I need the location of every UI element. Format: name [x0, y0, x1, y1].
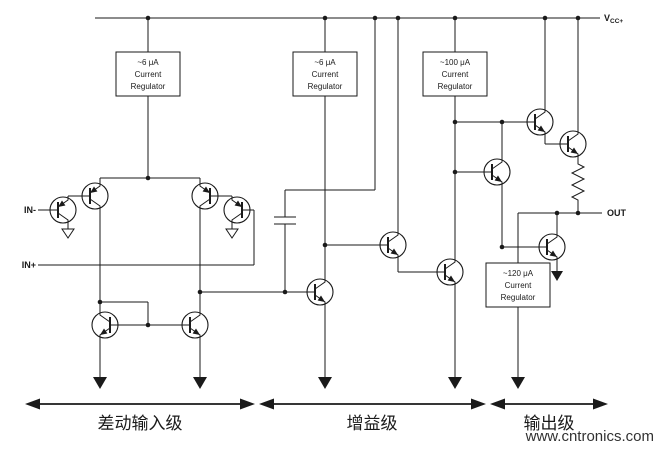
- reg2-line1: ~6 μA: [314, 58, 336, 67]
- reg3-line1: ~100 μA: [440, 58, 471, 67]
- transistor-q6-mirror-right: [177, 310, 209, 340]
- transistor-q5-mirror-left: [91, 310, 123, 340]
- ground-arrow-icon: [511, 377, 525, 389]
- ground-arrow-icon: [318, 377, 332, 389]
- transistor-q2: [77, 181, 109, 211]
- transistor-q7-gain: [302, 277, 334, 307]
- arrow-left-icon: [25, 398, 40, 410]
- in-minus-label: IN-: [24, 205, 36, 215]
- arrow-left-icon: [490, 398, 505, 410]
- ground-arrows: [61, 228, 563, 389]
- transistor-q9-gain: [432, 257, 464, 287]
- arrow-right-icon: [471, 398, 486, 410]
- ground-arrow-icon: [93, 377, 107, 389]
- output-stage-wires: [455, 121, 602, 271]
- transistor-q10-output-top: [522, 107, 554, 137]
- reg4-line2: Current: [505, 281, 532, 290]
- stage-label-output: 输出级: [524, 414, 575, 433]
- transistor-q12-output-driver: [479, 157, 511, 187]
- reg4-line3: Regulator: [501, 293, 536, 302]
- output-resistor: [570, 158, 586, 213]
- stage-label-gain: 增益级: [347, 414, 398, 433]
- stage-label-differential-input: 差动输入级: [98, 414, 183, 433]
- reg2-line3: Regulator: [308, 82, 343, 91]
- current-regulator-4: ~120 μA Current Regulator: [485, 213, 551, 377]
- reg1-line3: Regulator: [131, 82, 166, 91]
- reg3-line2: Current: [442, 70, 469, 79]
- reg4-line1: ~120 μA: [503, 269, 534, 278]
- transistor-q1-input-minus: [45, 195, 77, 225]
- current-regulator-1: ~6 μA Current Regulator: [115, 51, 181, 178]
- ground-arrow-icon: [193, 377, 207, 389]
- current-regulator-3: ~100 μA Current Regulator: [422, 51, 488, 258]
- stage-divider-arrows: [25, 398, 608, 410]
- reg1-line1: ~6 μA: [137, 58, 159, 67]
- transistor-q3: [191, 181, 223, 211]
- transistor-q11-output-darlington: [555, 129, 587, 159]
- out-label: OUT: [607, 208, 627, 218]
- top-power-rail: [95, 17, 600, 231]
- in-plus-label: IN+: [22, 260, 36, 270]
- arrow-right-icon: [593, 398, 608, 410]
- transistor-q4-input-plus: [223, 195, 255, 225]
- reg1-line2: Current: [135, 70, 162, 79]
- reg2-line2: Current: [312, 70, 339, 79]
- gain-stage-wires: [274, 189, 456, 377]
- watermark: www.cntronics.com: [525, 428, 654, 445]
- transistor-q13-output-sink: [534, 232, 566, 262]
- vcc-label: VCC+: [604, 13, 623, 25]
- transistor-q8-gain: [375, 230, 407, 260]
- input-stage-wires: [38, 177, 303, 377]
- ground-arrow-icon: [448, 377, 462, 389]
- ground-triangle-icon: [225, 228, 239, 239]
- ground-arrow-icon: [551, 271, 563, 281]
- junction-dots: [97, 15, 581, 328]
- current-regulator-2: ~6 μA Current Regulator: [292, 51, 358, 278]
- vcc-sub: CC+: [610, 18, 623, 25]
- arrow-left-icon: [259, 398, 274, 410]
- ground-triangle-icon: [61, 228, 75, 239]
- vcc-main: V: [604, 13, 610, 23]
- reg3-line3: Regulator: [438, 82, 473, 91]
- arrow-right-icon: [240, 398, 255, 410]
